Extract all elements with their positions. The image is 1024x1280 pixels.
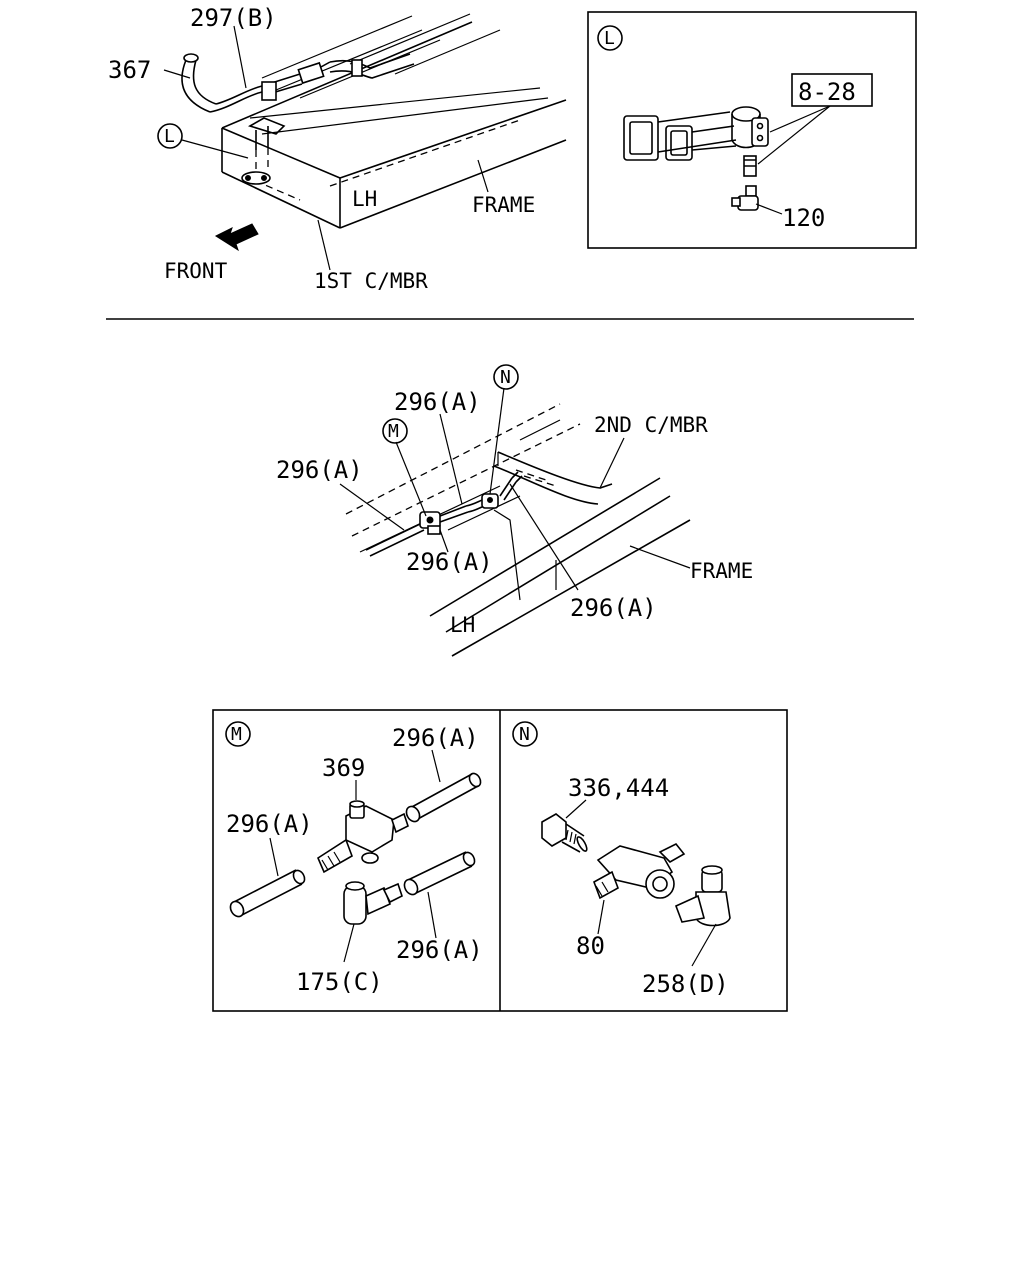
detail-l-title: L (597, 25, 623, 51)
label-8-28: 8-28 (798, 78, 856, 106)
svg-text:M: M (388, 421, 399, 442)
label-lh-top: LH (352, 187, 377, 211)
label-297b: 297(B) (190, 4, 277, 32)
detail-l-panel: L 8-28 120 (587, 11, 917, 249)
label-296a-left: 296(A) (276, 456, 363, 484)
label-258d: 258(D) (642, 970, 729, 998)
label-336-444: 336,444 (568, 774, 669, 802)
tee-fitting-80 (593, 842, 686, 900)
svg-text:N: N (500, 367, 511, 388)
elbow-fitting-258d (674, 865, 731, 927)
label-80: 80 (576, 932, 605, 960)
detail-m: M (225, 721, 483, 996)
callout-n-middle: N (493, 364, 519, 390)
svg-text:L: L (164, 126, 175, 147)
label-296a-mid: 296(A) (406, 548, 493, 576)
detail-n-title: N (512, 721, 538, 747)
tube-296a-lower (403, 851, 476, 896)
label-296a-top: 296(A) (394, 388, 481, 416)
tube-296a-upper (405, 772, 482, 823)
label-296a-br: 296(A) (396, 936, 483, 964)
label-120: 120 (782, 204, 825, 232)
label-lh-middle: LH (450, 613, 475, 637)
banjo-bolt-336-444 (541, 813, 588, 853)
label-296a-right: 296(A) (570, 594, 657, 622)
label-296a-tr: 296(A) (392, 724, 479, 752)
label-369: 369 (322, 754, 365, 782)
svg-text:N: N (519, 724, 530, 745)
detail-mn-panel: M (212, 709, 788, 1012)
top-scene: 297(B) 367 L LH FRAME 1ST C/MBR FRONT (108, 4, 567, 293)
svg-text:L: L (604, 28, 615, 49)
label-frame-middle: FRAME (690, 559, 753, 583)
detail-n: N (512, 721, 731, 998)
label-frame-top: FRAME (472, 193, 535, 217)
tube-296a-left (229, 869, 306, 918)
tee-fitting-369 (316, 800, 409, 874)
label-2nd-cmbr: 2ND C/MBR (594, 413, 708, 437)
front-arrow-icon (214, 223, 259, 252)
callout-l-top: L (157, 123, 183, 149)
svg-text:M: M (231, 724, 242, 745)
detail-m-title: M (225, 721, 251, 747)
middle-scene: 296(A) N M 296(A) 296(A) 296(A) 2ND C/MB… (276, 364, 753, 657)
label-175c: 175(C) (296, 968, 383, 996)
label-front: FRONT (164, 259, 228, 283)
valve-assembly (623, 106, 769, 211)
label-296a-l: 296(A) (226, 810, 313, 838)
elbow-fitting-175c (343, 881, 403, 925)
callout-m-middle: M (382, 418, 408, 444)
label-1st-cmbr: 1ST C/MBR (314, 269, 428, 293)
label-367: 367 (108, 56, 151, 84)
